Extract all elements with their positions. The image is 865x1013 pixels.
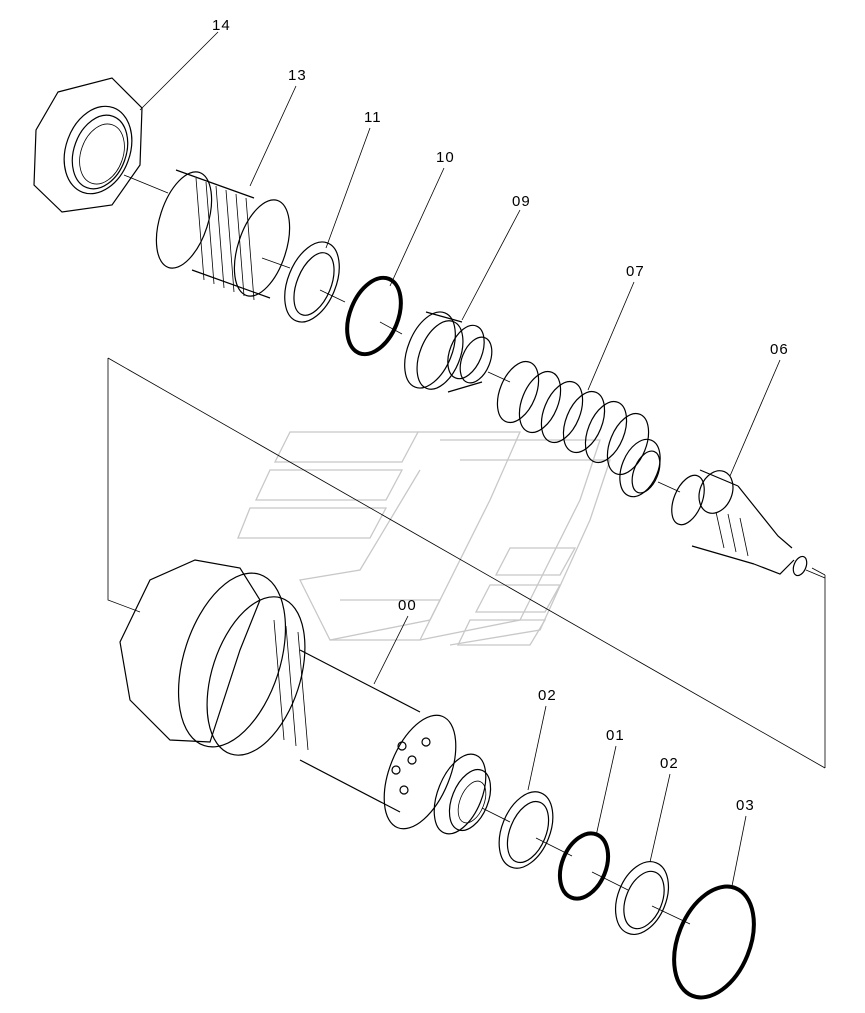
label-part-02-b: 02 [660,755,679,772]
label-part-11: 11 [364,109,382,126]
label-part-10: 10 [436,149,455,166]
backup-ring-part-02-a[interactable] [489,784,573,876]
label-part-06: 06 [770,341,789,358]
o-ring-part-01[interactable] [551,826,629,906]
o-ring-part-03[interactable] [659,875,769,1010]
label-part-14: 14 [212,17,231,34]
backup-ring-part-11[interactable] [274,234,350,330]
poppet-part-09[interactable] [395,305,511,396]
o-ring-part-10[interactable] [337,270,411,362]
part-labels: 14 13 11 10 09 07 06 00 02 01 02 03 [212,17,789,814]
leader-lines [139,31,781,887]
hex-nut-part-14[interactable] [33,77,169,213]
backup-ring-part-02-b[interactable] [606,854,691,942]
valve-body-part-00[interactable] [119,559,511,842]
label-part-01: 01 [606,727,625,744]
threaded-sleeve-part-13[interactable] [146,165,301,303]
label-part-00: 00 [398,597,417,614]
label-part-13: 13 [288,67,307,84]
plunger-part-06[interactable] [665,466,826,579]
label-part-02-a: 02 [538,687,557,704]
spring-part-07[interactable] [489,356,681,503]
label-part-03: 03 [736,797,755,814]
label-part-09: 09 [512,193,531,210]
assembly-outline [107,357,826,769]
label-part-07: 07 [626,263,645,280]
